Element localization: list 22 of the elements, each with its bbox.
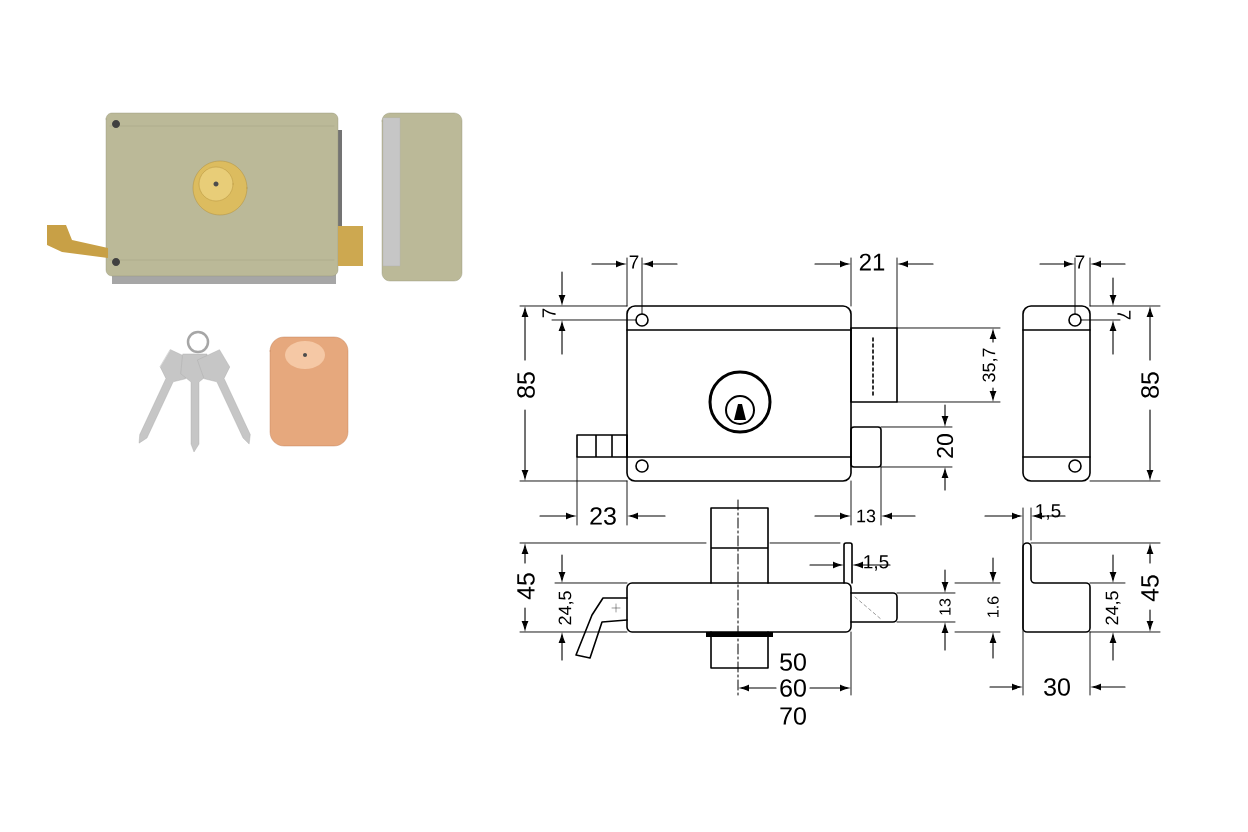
dimension-label: 23 xyxy=(590,507,616,525)
dimension-label: 1,5 xyxy=(864,555,889,571)
dimension-label: 7 xyxy=(1075,255,1085,269)
dimension-label: 60 xyxy=(780,679,806,697)
dimension-label: 24,5 xyxy=(1105,591,1121,625)
dimension-label: 85 xyxy=(1141,372,1159,398)
dimension-label: 24,5 xyxy=(558,591,574,625)
dimension-label: 85 xyxy=(517,372,535,398)
dimension-label: 50 xyxy=(780,653,806,671)
dimension-label: 7 xyxy=(629,255,639,269)
dimension-label: 30 xyxy=(1044,678,1070,696)
dimension-label: 20 xyxy=(936,434,954,458)
dimension-label: 35,7 xyxy=(982,348,998,382)
dimension-label: 7 xyxy=(542,308,556,318)
dimension-label: 70 xyxy=(780,707,806,725)
dimension-label: 45 xyxy=(517,573,535,600)
dimension-label: 21 xyxy=(859,253,885,271)
dimension-label: 45 xyxy=(1141,575,1159,602)
dimension-label: 13 xyxy=(939,598,951,615)
dimension-label: 7 xyxy=(1117,310,1131,320)
dimension-label: 1.6 xyxy=(987,596,999,617)
dimension-label: 13 xyxy=(857,509,876,523)
